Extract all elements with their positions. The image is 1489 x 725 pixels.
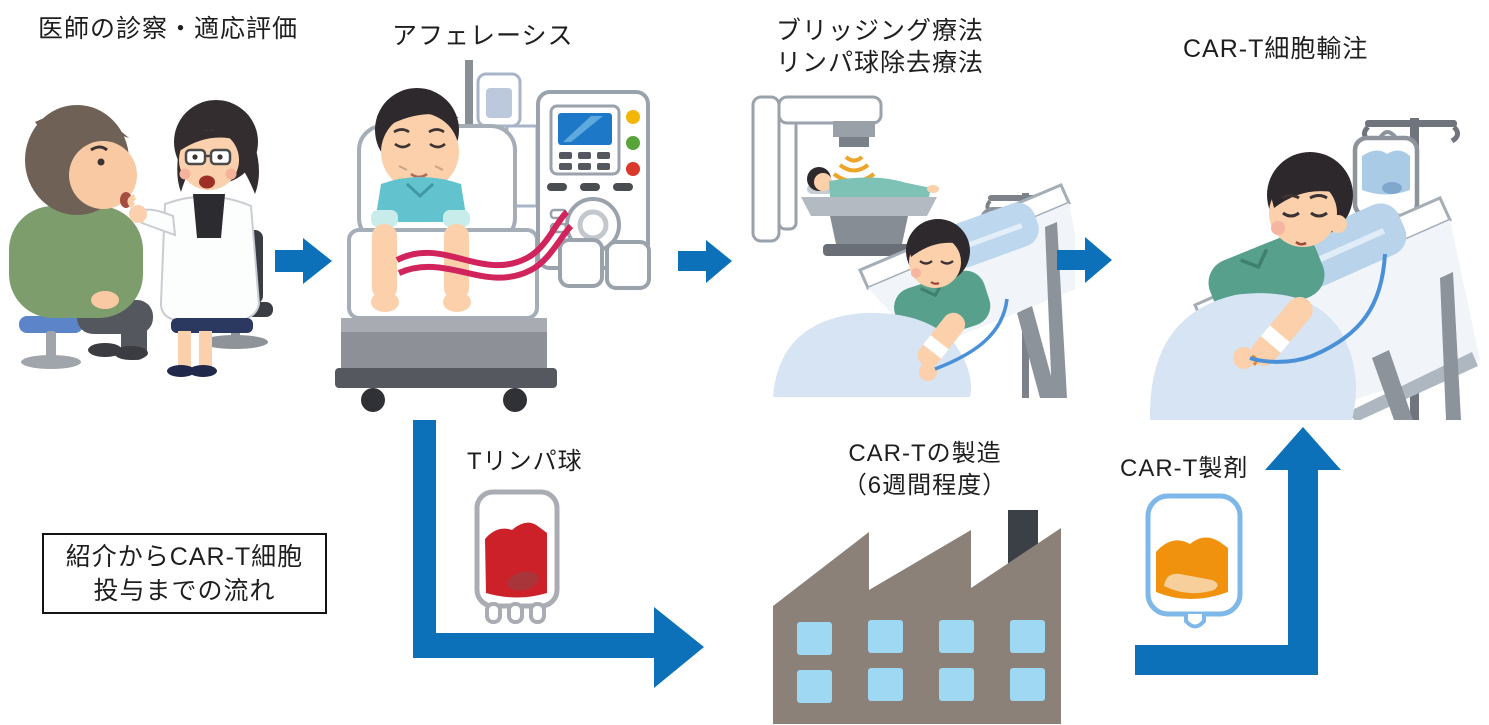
label-car-t-product: CAR-T製剤: [1120, 455, 1249, 482]
label-t-lymphocytes: Tリンパ球: [467, 448, 583, 475]
stage-label-consultation: 医師の診察・適応評価: [38, 15, 299, 43]
doctor-icon: [127, 100, 261, 377]
label-car-t-manufacturing: CAR-Tの製造 （6週間程度）: [842, 440, 1008, 499]
blood-tubes-icon: [395, 209, 574, 281]
factory-icon: [773, 510, 1061, 724]
apheresis-device-icon: [536, 90, 651, 290]
stage-label-infusion: CAR-T細胞輸注: [1183, 35, 1369, 63]
blood-bag-icon: [474, 489, 560, 624]
arrow-consultation-to-apheresis: [275, 238, 332, 284]
doctor-consultation-illustration: [9, 100, 273, 377]
patient-icon: [371, 88, 471, 312]
stage-label-apheresis: アフェレーシス: [392, 22, 574, 50]
patient-in-bed-icon: [773, 183, 1075, 398]
iv-infusion-patient-illustration: [1149, 118, 1480, 420]
caption-box: 紹介からCAR-T細胞 投与までの流れ: [42, 533, 327, 614]
stage-label-bridging: ブリッジング療法 リンパ球除去療法: [775, 17, 984, 77]
factory-windows: [797, 620, 1045, 703]
apheresis-machine-illustration: [335, 60, 651, 412]
radiation-therapy-illustration: [751, 95, 1075, 398]
infusion-bag-icon: [1145, 493, 1243, 629]
arrow-apheresis-to-bridging: [678, 240, 732, 283]
radiation-machine-icon: [751, 95, 939, 256]
patient-in-bed-icon: [1149, 152, 1480, 420]
arrow-apheresis-to-factory: [413, 420, 704, 688]
arrow-product-to-infusion: [1135, 427, 1341, 675]
stool-icon: [19, 316, 83, 369]
arrow-bridging-to-infusion: [1057, 237, 1112, 283]
patient-icon: [9, 105, 153, 360]
